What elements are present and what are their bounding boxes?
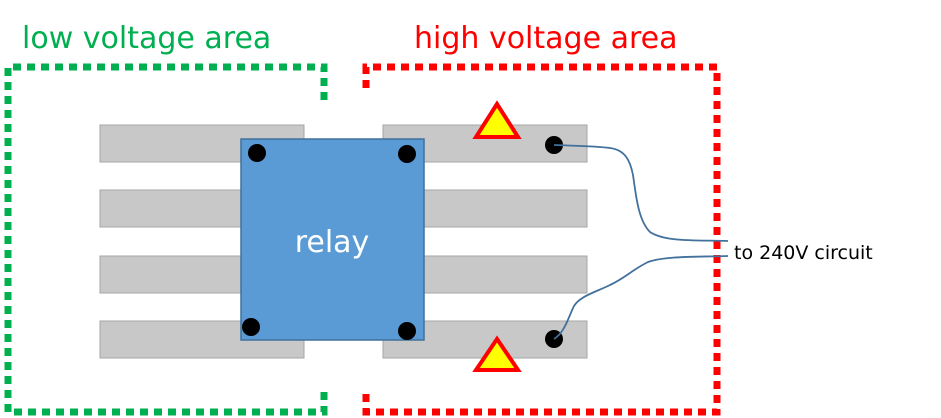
high-voltage-area-title: high voltage area — [414, 21, 677, 56]
terminal-dot — [398, 145, 416, 163]
warning-triangle-icon — [472, 100, 522, 139]
wire-bottom — [553, 255, 729, 340]
terminal-dot — [242, 318, 260, 336]
terminal-dot — [248, 144, 266, 162]
terminal-dot — [398, 322, 416, 340]
circuit-label: to 240V circuit — [734, 242, 873, 264]
low-voltage-area-title: low voltage area — [22, 21, 271, 56]
relay-label: relay — [295, 225, 370, 260]
warning-triangle-icon — [472, 335, 522, 372]
wire-top — [553, 144, 729, 242]
low-voltage-area-border — [4, 63, 328, 416]
high-voltage-area-border — [362, 63, 721, 416]
relay-body — [240, 138, 425, 341]
